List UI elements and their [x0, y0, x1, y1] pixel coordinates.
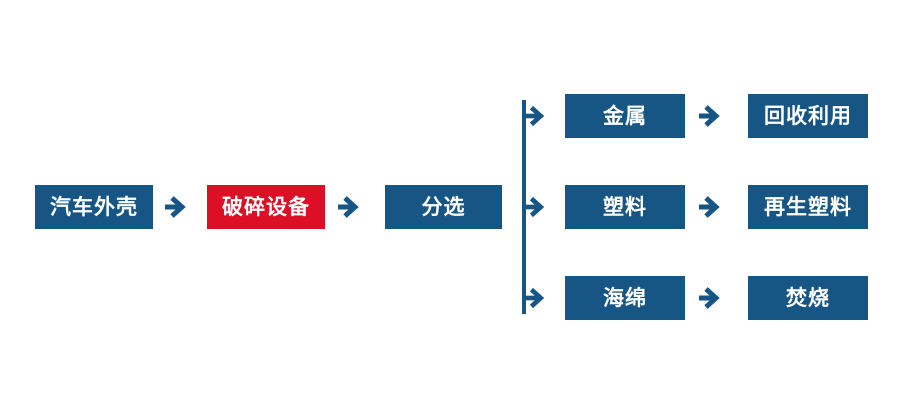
branch-arrow-metal-icon	[524, 104, 550, 128]
node-crusher: 破碎设备	[207, 185, 325, 229]
arrow-metal-result-icon	[698, 104, 726, 128]
node-recycled-plastic: 再生塑料	[748, 185, 868, 229]
arrow-crusher-sorting-icon	[337, 195, 365, 219]
branch-connector-line	[522, 100, 526, 314]
node-metal: 金属	[565, 94, 685, 138]
branch-arrow-sponge-icon	[524, 286, 550, 310]
node-recycle: 回收利用	[748, 94, 868, 138]
arrow-source-crusher-icon	[164, 195, 192, 219]
branch-arrow-plastic-icon	[524, 195, 550, 219]
node-sponge: 海绵	[565, 276, 685, 320]
arrow-sponge-result-icon	[698, 286, 726, 310]
node-car-shell: 汽车外壳	[35, 185, 153, 229]
arrow-plastic-result-icon	[698, 195, 726, 219]
node-plastic: 塑料	[565, 185, 685, 229]
node-sorting: 分选	[385, 185, 502, 229]
node-incineration: 焚烧	[748, 276, 868, 320]
